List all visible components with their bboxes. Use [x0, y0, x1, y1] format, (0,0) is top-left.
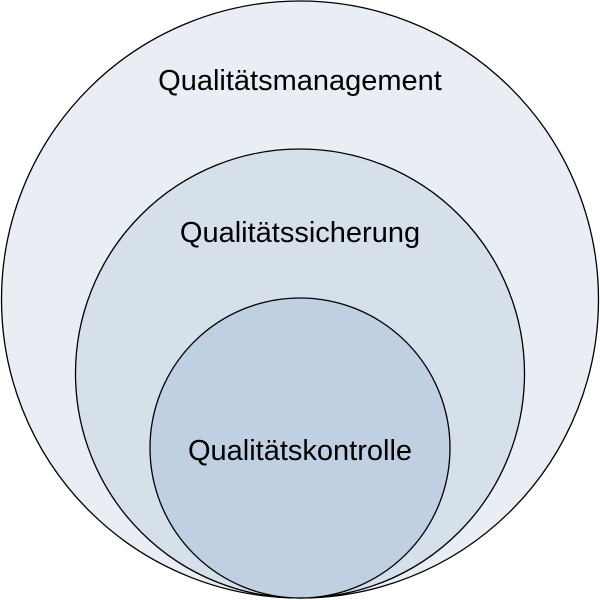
circle-qualitaetskontrolle — [149, 297, 451, 599]
label-qualitaetskontrolle: Qualitätskontrolle — [188, 435, 412, 467]
label-qualitaetssicherung: Qualitätssicherung — [180, 217, 420, 249]
label-qualitaetsmanagement: Qualitätsmanagement — [158, 65, 442, 97]
